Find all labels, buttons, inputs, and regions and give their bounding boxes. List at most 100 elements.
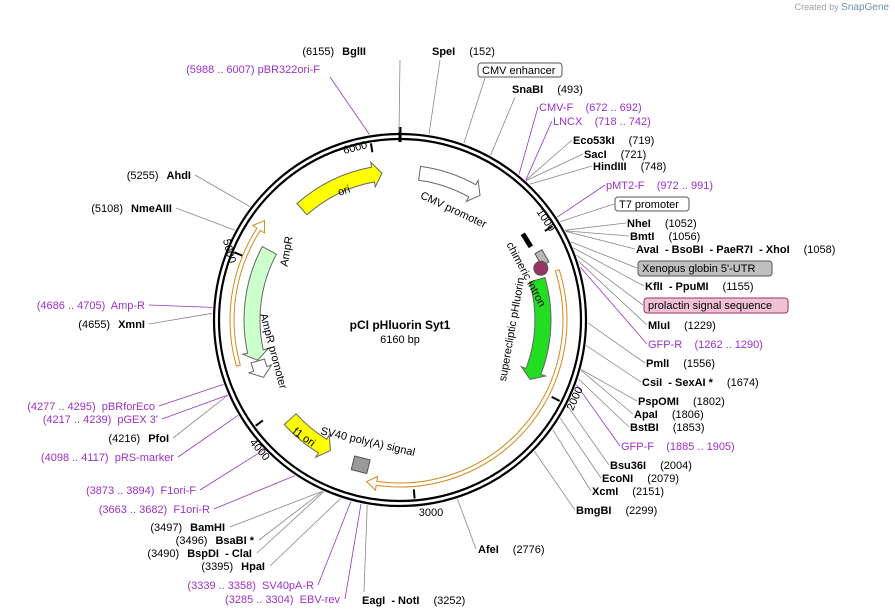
leader-721 [525,153,584,181]
leader-1885 [576,384,621,447]
label-nmeAIII: (5108)NmeAIII [91,203,172,215]
leader-4277 [158,384,224,407]
leader-672 [518,106,539,175]
leader-1000 [560,203,615,222]
leader-5108 [175,207,235,231]
leader-3395 [269,498,341,567]
primer-prs-marker: (4098 .. 4117) pRS-marker [41,452,174,464]
primer-gfp-f: GFP-F (1885 .. 1905) [621,441,735,453]
label-mluI: MluI(1229) [648,320,716,332]
leader-3339 [317,501,352,586]
leader-719 [525,139,573,181]
xenopus-utr-box [637,260,773,277]
tick-5000 [233,251,243,257]
leader-1052 [565,222,627,231]
leader-3663 [213,475,295,510]
primer-sv40pa-r: (3339 .. 3358) SV40pA-R [187,580,314,592]
leader-lines [148,59,648,600]
label-xcmI: XcmI(2151) [592,486,664,498]
leader-152 [428,59,441,135]
leader-493 [490,96,516,156]
label-bstBI: BstBI(1853) [630,422,705,434]
tick-4000 [255,419,264,427]
tick-label-6000: 6000 [342,139,369,157]
leader-1058 [565,230,636,250]
plasmid-length: 6160 bp [380,334,420,346]
label-snaBI: SnaBI(493) [512,84,583,96]
leader-1155 [573,247,645,287]
label-pmlI: PmlI(1556) [646,358,715,370]
leader-6000 [329,76,370,135]
label-kflI: KflI - PpuMI(1155) [645,281,754,293]
t7-promoter-box [614,196,690,212]
primer-f1ori-f: (3873 .. 3894) F1ori-F [86,485,196,497]
leader-1229 [578,261,648,326]
label-eagI: EagI - NotI(3252) [362,595,465,607]
leader-5255 [194,174,251,207]
leader-340 [463,77,486,144]
leader-4686 [148,304,213,308]
leader-748 [529,165,593,185]
label-apaI: ApaI(1806) [634,409,704,421]
leader-4216 [172,394,228,439]
leader-1674 [585,345,642,383]
arrow-superecliptic-phluorin [519,276,552,380]
credit: Created by SnapGene [795,2,889,13]
tick-marks [233,127,561,499]
tick-2000 [551,395,561,402]
arrow-ampr-orange [229,219,266,367]
label-hpaI: (3395)HpaI [201,561,265,573]
primer-f1ori-r: (3663 .. 3682) F1ori-R [99,504,210,516]
leader-4655 [148,312,213,325]
label-csiI: CsiI - SexAI *(1674) [642,377,759,389]
label-bamHI: (3497)BamHI [150,522,225,534]
label-pspOMI: PspOMI(1802) [638,396,725,408]
label-hindIII: HindIII(748) [593,161,666,173]
leader-1262 [580,267,648,345]
tick-6000 [369,143,374,153]
leader-3873 [199,449,265,491]
primer-pgex-3: (4217 .. 4239) pGEX 3' [43,414,158,426]
cmv-enhancer-box [477,62,563,78]
leader-718 [525,120,553,181]
leader-2004 [566,405,610,466]
arrow-ampr-promoter [247,358,273,378]
arrow-ampr [240,245,278,361]
leader-1556 [587,322,646,364]
label-xmnI: (4655)XmnI [78,319,145,331]
primer-cmv-f: CMV-F (672 .. 692) [539,102,642,114]
label-avaI: AvaI - BsoBI - PaeR7I - XhoI(1058) [636,244,835,256]
label-bspDI: (3490)BspDI - ClaI [147,548,252,560]
leader-2299 [534,451,576,511]
label-eco53kI: Eco53kI(719) [573,135,654,147]
feature-callout-prolactin: prolactin signal sequence [648,300,772,312]
tick-1000 [544,225,554,232]
primer-pmt2-f: pMT2-F (972 .. 991) [606,180,713,192]
arrow-prolactin [533,260,549,276]
plasmid-name: pCI pHluorin Syt1 [350,318,451,332]
tick-label-4000: 4000 [247,437,272,463]
arrow-cds-orange [365,269,568,492]
leader-3497 [229,490,323,528]
label-bmgBI: BmgBI(2299) [576,505,657,517]
label-bsaBI: (3496)BsaBI * [176,535,255,547]
leader-1120 [570,241,638,269]
label-ahdI: (5255)AhdI [127,170,191,182]
leader-6155 [398,59,401,133]
prolactin-box [643,297,789,314]
label-nheI: NheI(1052) [627,218,697,230]
leader-3496 [258,490,323,541]
label-afeI: AfeI(2776) [478,544,545,556]
tick-label-3000: 3000 [419,507,443,519]
primer-lncx: LNCX (718 .. 742) [553,116,651,128]
label-pfoI: (4216)PfoI [108,433,169,445]
leader-972 [557,184,606,218]
leader-4098 [177,415,239,458]
leader-3490 [256,491,324,554]
leader-2776 [457,498,477,550]
label-bglII: (6155)BglII [302,46,366,58]
tick-label-1000: 1000 [534,207,558,234]
arrow-ori [296,160,383,216]
label-sacI: SacI(721) [584,149,646,161]
